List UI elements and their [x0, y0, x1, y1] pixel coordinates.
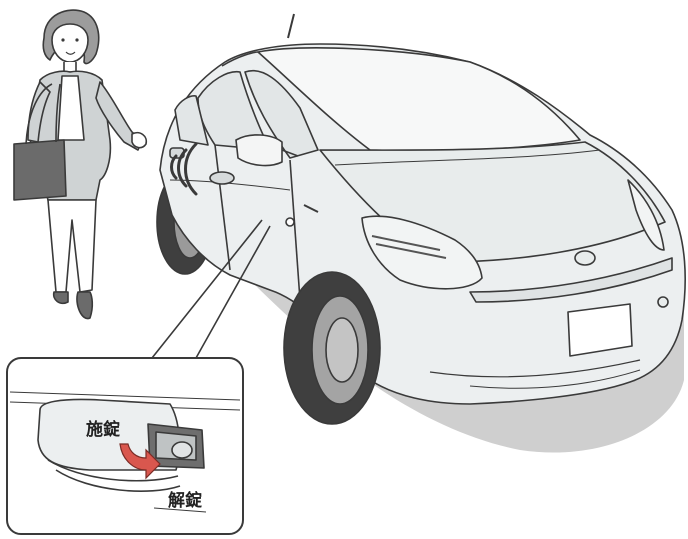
side-mirror	[236, 135, 282, 166]
front-wheel	[284, 272, 380, 424]
lock-label: 施錠	[86, 419, 120, 440]
tote-bag	[14, 140, 66, 200]
license-plate	[568, 304, 632, 356]
car	[157, 14, 685, 404]
unlock-label: 解錠	[168, 490, 202, 511]
woman-with-bag	[14, 10, 146, 318]
antenna	[288, 14, 294, 38]
door-handle	[210, 172, 234, 184]
